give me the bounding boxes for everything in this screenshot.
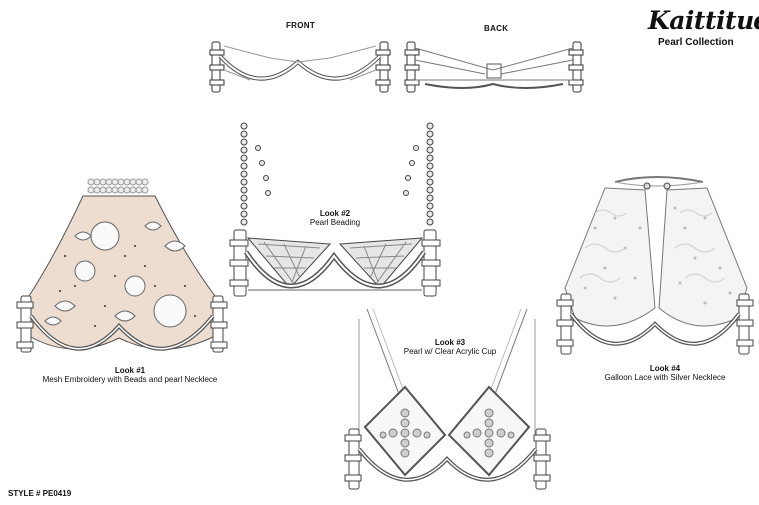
look-2-title: Look #2	[319, 209, 351, 218]
look-3-sketch	[344, 308, 551, 490]
look-4-sketch	[556, 176, 754, 355]
look-3-title: Look #3	[434, 338, 466, 347]
front-view-sketch	[209, 41, 391, 93]
look-3-caption: Look #3 Pearl w/ Clear Acrylic Cup	[375, 338, 525, 356]
back-view-sketch	[404, 41, 584, 93]
back-view-label: BACK	[484, 24, 509, 33]
look-2-sketch	[229, 122, 441, 297]
look-2-caption: Look #2 Pearl Beading	[285, 209, 385, 227]
look-1-caption: Look #1 Mesh Embroidery with Beads and p…	[30, 366, 230, 384]
look-1-description: Mesh Embroidery with Beads and pearl Nec…	[42, 375, 218, 384]
collection-title: Pearl Collection	[658, 37, 734, 48]
look-4-description: Galloon Lace with Silver Necklece	[604, 373, 726, 382]
look-4-caption: Look #4 Galloon Lace with Silver Necklec…	[590, 364, 740, 382]
style-number: STYLE # PE0419	[8, 489, 72, 498]
look-4-title: Look #4	[649, 364, 681, 373]
look-1-sketch	[16, 178, 228, 353]
look-1-title: Look #1	[114, 366, 146, 375]
look-2-description: Pearl Beading	[309, 218, 361, 227]
front-view-label: FRONT	[286, 21, 316, 30]
look-3-description: Pearl w/ Clear Acrylic Cup	[403, 347, 497, 356]
brand-logo: Kaittitude	[648, 6, 759, 35]
